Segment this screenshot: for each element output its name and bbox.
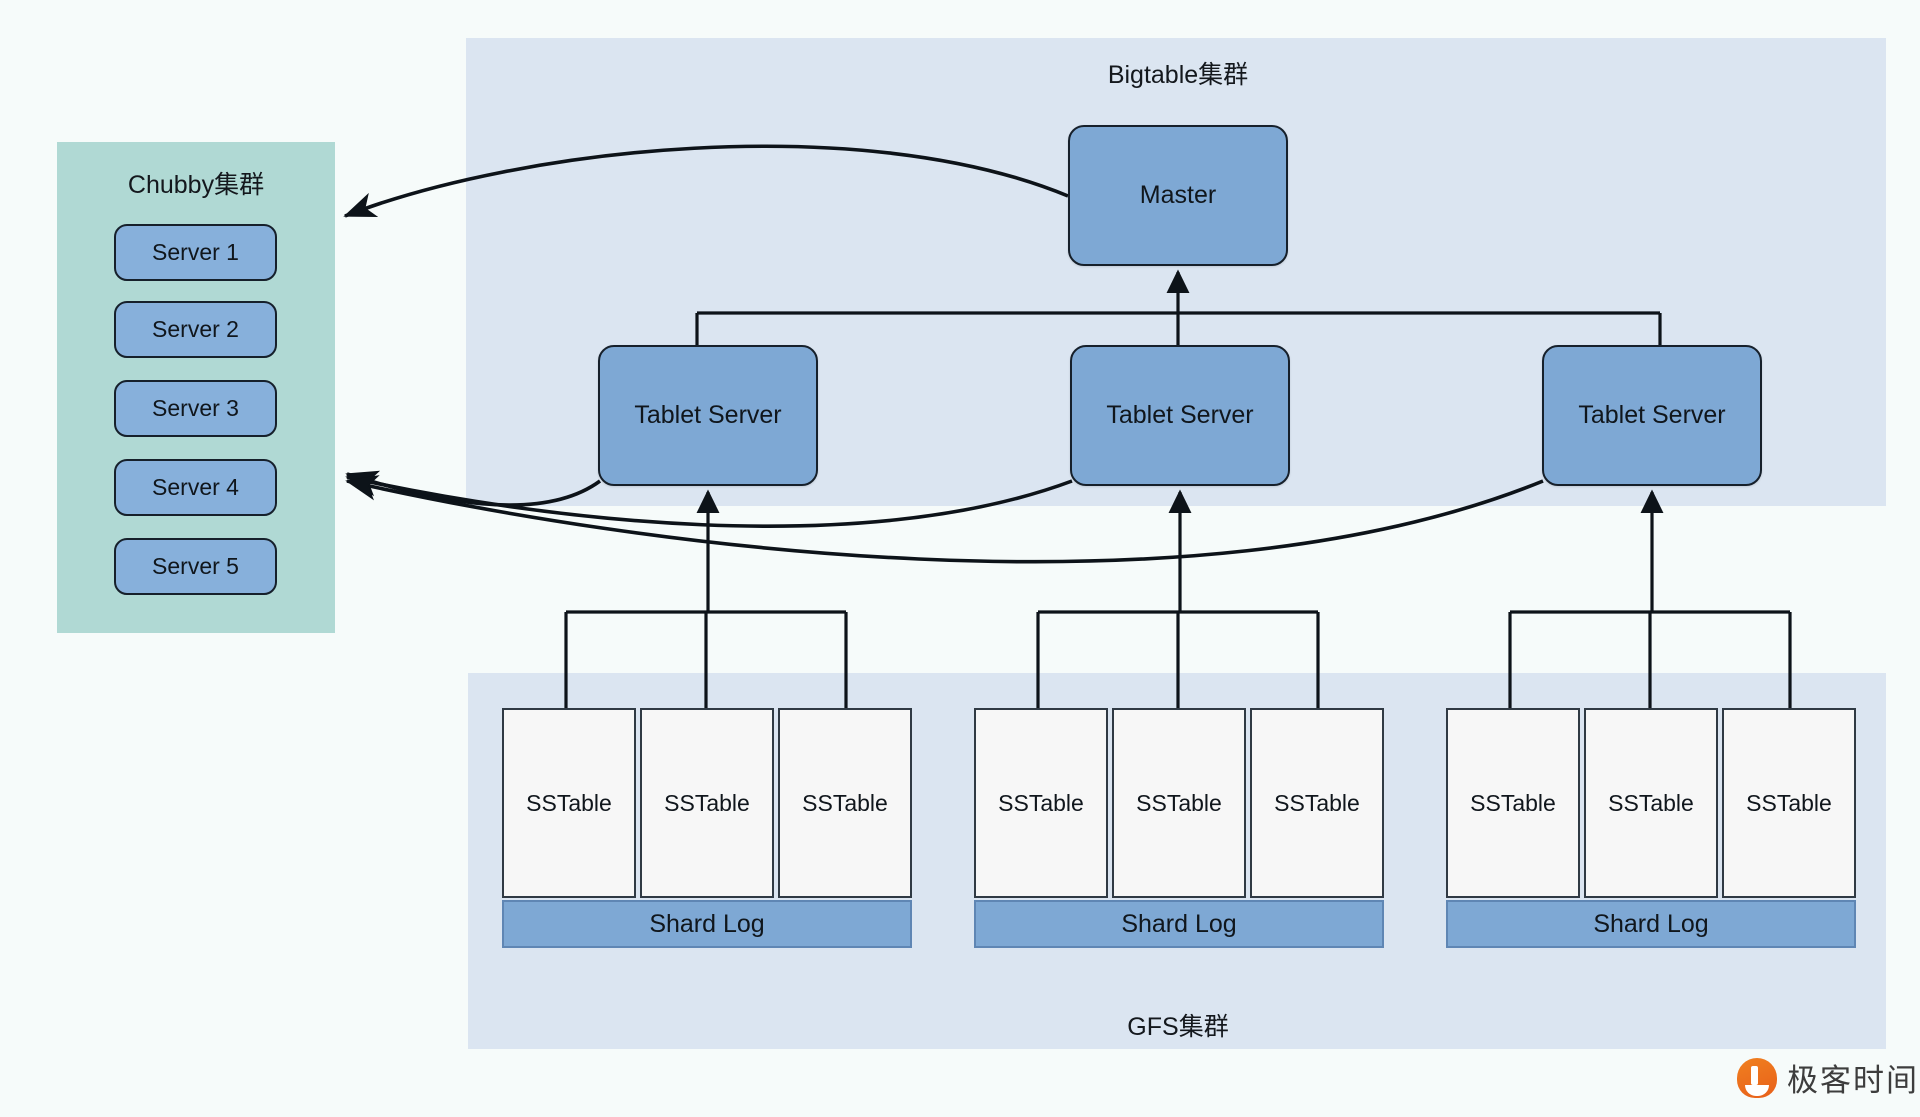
chubby-server-2[interactable]: Server 2 (114, 301, 277, 358)
sstable-g2-1[interactable]: SSTable (974, 708, 1108, 898)
chubby-server-3[interactable]: Server 3 (114, 380, 277, 437)
sstable-g3-3[interactable]: SSTable (1722, 708, 1856, 898)
shard-log-g1[interactable]: Shard Log (502, 900, 912, 948)
bigtable-cluster-title: Bigtable集群 (1107, 61, 1249, 89)
tablet-server-1[interactable]: Tablet Server (598, 345, 818, 486)
chubby-server-5[interactable]: Server 5 (114, 538, 277, 595)
master-node[interactable]: Master (1068, 125, 1288, 266)
shard-log-g3[interactable]: Shard Log (1446, 900, 1856, 948)
sstable-g1-3[interactable]: SSTable (778, 708, 912, 898)
sstable-g1-1[interactable]: SSTable (502, 708, 636, 898)
watermark: 极客时间 (1737, 1055, 1919, 1100)
tablet-server-2[interactable]: Tablet Server (1070, 345, 1290, 486)
shard-log-g2[interactable]: Shard Log (974, 900, 1384, 948)
chubby-server-1[interactable]: Server 1 (114, 224, 277, 281)
geektime-logo-icon (1737, 1057, 1777, 1098)
gfs-cluster-title: GFS集群 (1127, 1013, 1229, 1041)
watermark-text: 极客时间 (1787, 1063, 1919, 1099)
sstable-g2-2[interactable]: SSTable (1112, 708, 1246, 898)
tablet-server-3[interactable]: Tablet Server (1542, 345, 1762, 486)
sstable-g1-2[interactable]: SSTable (640, 708, 774, 898)
sstable-g2-3[interactable]: SSTable (1250, 708, 1384, 898)
chubby-cluster-title: Chubby集群 (127, 171, 265, 199)
sstable-g3-1[interactable]: SSTable (1446, 708, 1580, 898)
sstable-g3-2[interactable]: SSTable (1584, 708, 1718, 898)
chubby-server-4[interactable]: Server 4 (114, 459, 277, 516)
